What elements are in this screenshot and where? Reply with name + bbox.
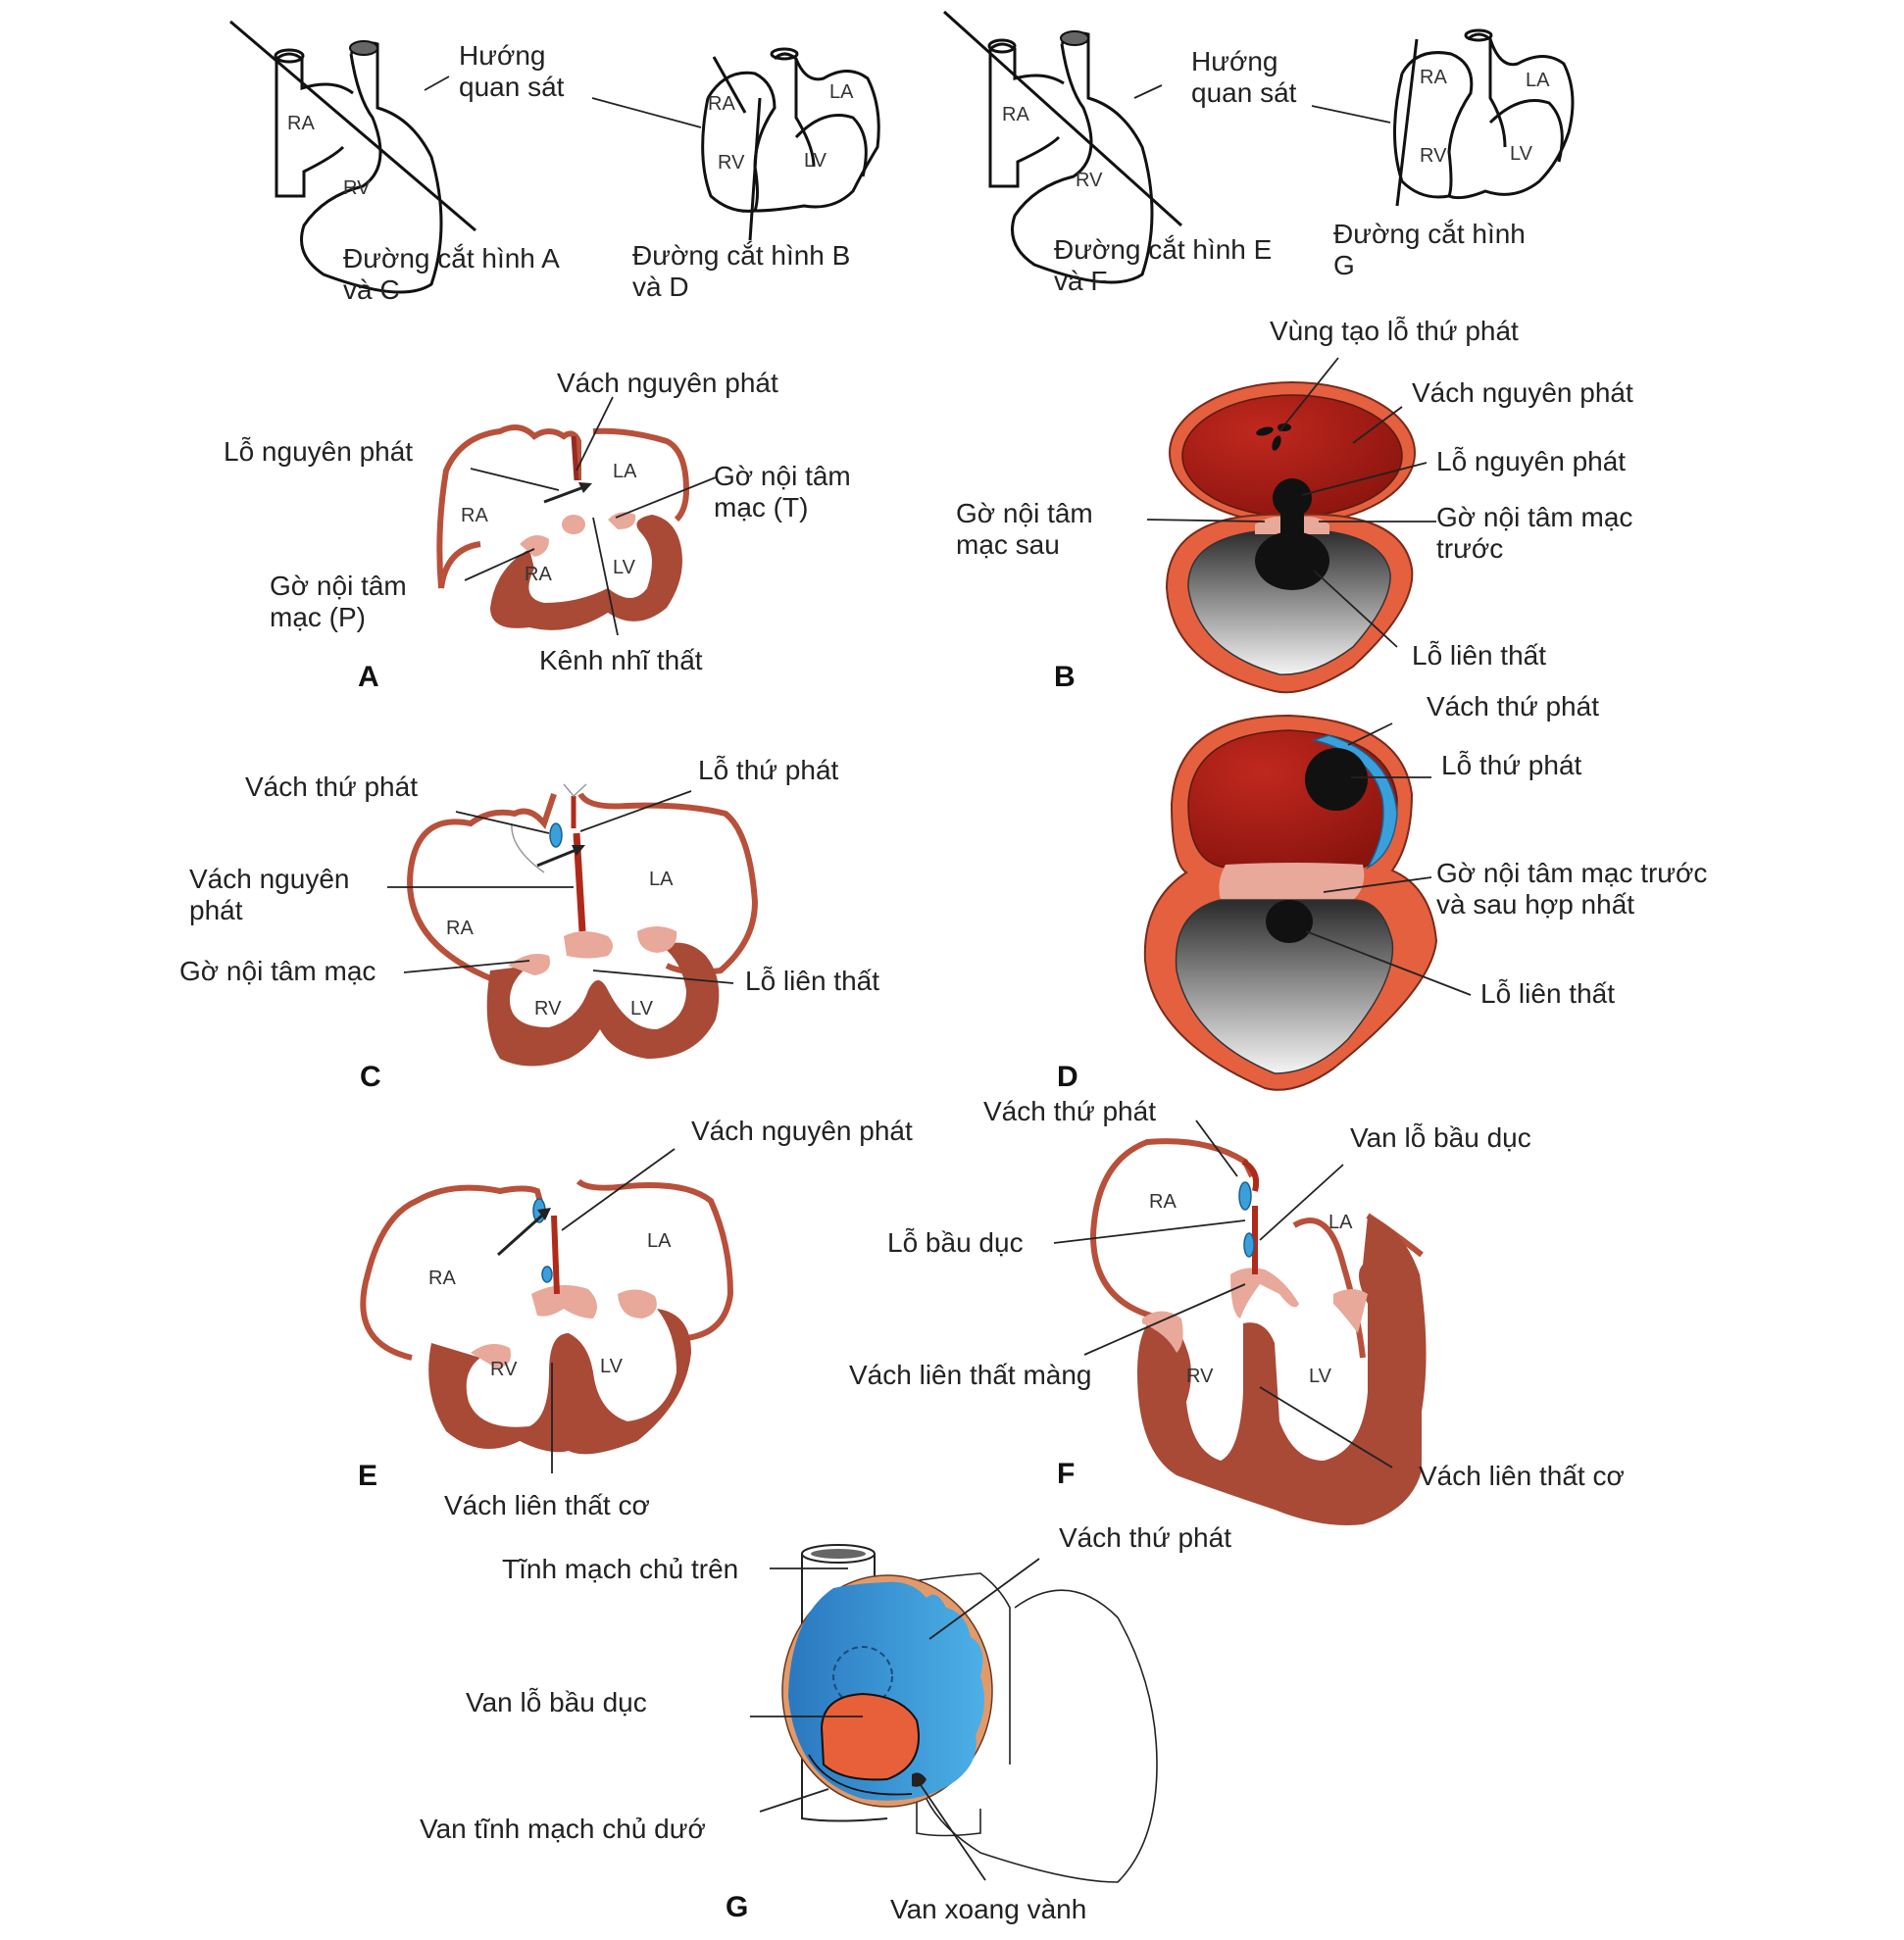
label-septum-secundum: Vách thứ phát (245, 771, 418, 802)
label-av-canal: Kênh nhĩ thất (539, 645, 703, 675)
chamber-label-la: LA (1328, 1212, 1353, 1233)
label-right-cushion-2: mạc (P) (270, 602, 366, 632)
label-foramen-ovale-valve: Van lỗ bầu dục (466, 1687, 647, 1717)
panel-letter-g: G (726, 1891, 748, 1923)
cut-line-label-ac-2: và C (343, 274, 400, 305)
label-septum-primum: Vách nguyên phát (557, 368, 778, 398)
label-svc: Tĩnh mạch chủ trên (502, 1554, 738, 1584)
chamber-label-ra: RA (461, 505, 488, 526)
view-direction-label: Hướng (459, 40, 545, 71)
label-foramen-ovale-valve: Van lỗ bầu dục (1350, 1122, 1531, 1153)
chamber-label-rv: RV (490, 1359, 518, 1380)
orientation-heart-4: RA RV LA LV Đường cắt hình G (1311, 28, 1575, 280)
cut-line-label-bd: Đường cắt hình B (632, 240, 850, 271)
label-foramen-primum: Lỗ nguyên phát (224, 436, 413, 467)
label-left-cushion: Gờ nội tâm (714, 461, 851, 491)
panel-letter-f: F (1057, 1458, 1075, 1490)
label-iv-foramen: Lỗ liên thất (745, 966, 879, 996)
chamber-label-la: LA (647, 1230, 672, 1252)
label-anterior-cushion: Gờ nội tâm mạc (1436, 502, 1632, 532)
label-septum-primum: Vách nguyên phát (1412, 377, 1633, 408)
panel-letter-a: A (358, 661, 379, 693)
chamber-label-rv: RV (1420, 145, 1447, 167)
label-iv-foramen: Lỗ liên thất (1480, 978, 1615, 1009)
label-foramen-secundum: Lỗ thứ phát (1441, 750, 1582, 780)
view-direction-label: Hướng (1191, 46, 1278, 76)
chamber-label-lv: LV (1309, 1366, 1332, 1387)
panel-letter-b: B (1054, 661, 1076, 693)
label-posterior-cushion-2: mạc sau (956, 529, 1060, 560)
label-foramen-primum: Lỗ nguyên phát (1436, 446, 1626, 476)
chamber-label-ra: RA (1149, 1191, 1177, 1213)
label-septum-primum: Vách nguyên (189, 864, 349, 894)
label-cushion: Gờ nội tâm mạc (179, 956, 376, 986)
cut-line-label-ef-2: và F (1054, 266, 1107, 296)
panel-letter-d: D (1057, 1061, 1078, 1093)
panel-f: RA LA RV LV Vách thứ phát Van lỗ bầu dục… (849, 1096, 1625, 1525)
chamber-label-ra: RA (428, 1268, 456, 1289)
chamber-label-lv: LV (1510, 143, 1533, 165)
cut-line-label-g: Đường cắt hình (1333, 219, 1526, 249)
label-fused-cushions: Gờ nội tâm mạc trước (1436, 858, 1707, 888)
label-left-cushion-2: mạc (T) (714, 492, 808, 522)
panel-b: Vùng tạo lỗ thứ phát Vách nguyên phát Lỗ… (956, 316, 1633, 694)
label-membranous-iv-septum: Vách liên thất màng (849, 1360, 1092, 1390)
label-septum-primum: Vách nguyên phát (691, 1116, 913, 1146)
chamber-label-ra: RA (1002, 104, 1029, 125)
label-muscular-iv-septum: Vách liên thất cơ (1419, 1461, 1625, 1491)
label-foramen-secundum: Lỗ thứ phát (698, 755, 839, 785)
chamber-label-la: LA (613, 461, 637, 482)
panel-e: RA LA RV LV Vách nguyên phát Vách liên t… (358, 1116, 913, 1520)
chamber-label-la: LA (829, 81, 854, 103)
chamber-label-la: LA (1526, 70, 1550, 91)
chamber-label-rv: RV (1076, 170, 1103, 191)
cut-line-label-g-2: G (1333, 250, 1355, 280)
label-ivc-valve: Van tĩnh mạch chủ dướ (420, 1814, 706, 1844)
chamber-label-rv: RV (343, 177, 371, 199)
label-septum-primum-2: phát (189, 895, 243, 925)
label-anterior-cushion-2: trước (1436, 533, 1503, 564)
label-coronary-sinus-valve: Van xoang vành (890, 1894, 1086, 1924)
chamber-label-lv: LV (630, 998, 654, 1020)
orientation-heart-3: RA RV Hướng quan sát Đường cắt hình E và… (942, 10, 1297, 296)
cut-line-label-ef: Đường cắt hình E (1054, 234, 1272, 265)
chamber-label-ra: RA (525, 564, 552, 585)
chamber-label-ra: RA (446, 918, 474, 939)
label-septum-secundum: Vách thứ phát (1059, 1522, 1231, 1553)
panel-letter-e: E (358, 1460, 377, 1492)
cut-line-label-bd-2: và D (632, 272, 689, 302)
panel-d: Vách thứ phát Lỗ thứ phát Gờ nội tâm mạc… (1057, 691, 1707, 1093)
chamber-label-rv: RV (534, 998, 562, 1020)
label-secundum-zone: Vùng tạo lỗ thứ phát (1270, 316, 1519, 346)
label-muscular-iv-septum: Vách liên thất cơ (444, 1490, 650, 1520)
panel-c: RA LA RV LV Vách thứ phát Lỗ thứ phát Vá… (179, 755, 879, 1093)
cut-line-label-ac: Đường cắt hình A (343, 243, 560, 274)
view-direction-label-2: quan sát (1191, 77, 1297, 108)
chamber-label-rv: RV (1186, 1366, 1214, 1387)
chamber-label-ra: RA (287, 113, 315, 134)
label-septum-secundum: Vách thứ phát (1427, 691, 1599, 721)
orientation-heart-1: RA RV Hướng quan sát Đường cắt hình A và… (229, 20, 565, 305)
panel-g: Tĩnh mạch chủ trên Vách thứ phát Van lỗ … (420, 1522, 1231, 1924)
label-fused-cushions-2: và sau hợp nhất (1436, 889, 1634, 920)
label-posterior-cushion: Gờ nội tâm (956, 498, 1093, 528)
panel-letter-c: C (360, 1061, 381, 1093)
chamber-label-lv: LV (804, 150, 827, 172)
label-right-cushion: Gờ nội tâm (270, 571, 407, 601)
chamber-label-ra: RA (1420, 67, 1447, 88)
chamber-label-ra: RA (708, 93, 735, 115)
label-foramen-ovale: Lỗ bầu dục (887, 1227, 1024, 1258)
panel-a: RA LA RA LV Vách nguyên phát Lỗ nguyên p… (224, 368, 851, 693)
orientation-heart-2: RA RV LA LV Đường cắt hình B và D (591, 47, 880, 302)
chamber-label-la: LA (649, 869, 674, 890)
chamber-label-lv: LV (600, 1356, 624, 1377)
chamber-label-lv: LV (613, 557, 636, 578)
label-septum-secundum: Vách thứ phát (983, 1096, 1156, 1126)
chamber-label-rv: RV (718, 152, 745, 174)
view-direction-label-2: quan sát (459, 72, 565, 102)
label-iv-foramen: Lỗ liên thất (1412, 640, 1546, 671)
